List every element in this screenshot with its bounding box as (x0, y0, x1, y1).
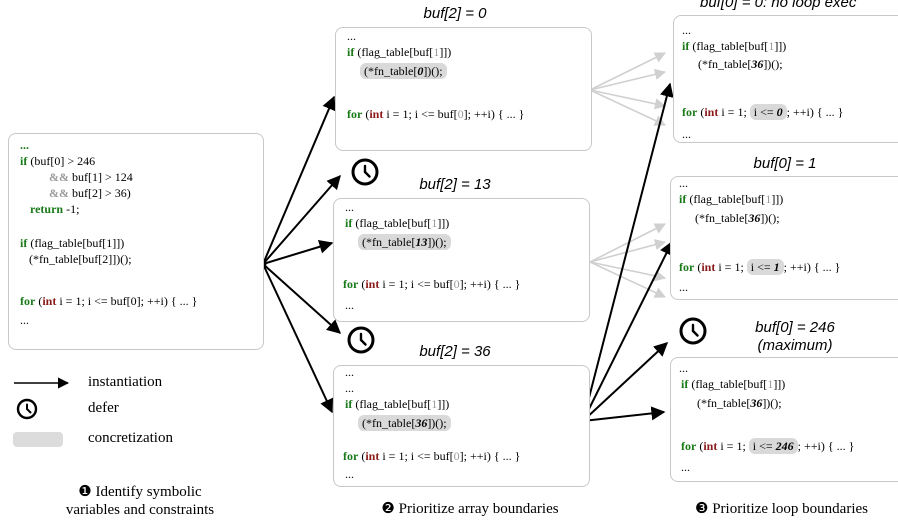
arrow-to-buf0-0 (582, 82, 674, 422)
for-line: for (int i = 1; i <= buf[0]; ++i) { ... … (343, 449, 521, 463)
flag-line: if (flag_table[buf[1]]) (345, 397, 450, 411)
flag-line: if (flag_table[buf[1]]) (679, 192, 784, 206)
arrow-to-defer-2 (262, 263, 342, 334)
for-line-concretized: for (int i = 1; i <= 1; ++i) { ... } (679, 259, 841, 275)
code-ellipsis: ... (345, 200, 354, 214)
arrow-to-buf2-0 (262, 95, 336, 265)
legend-instantiation: instantiation (88, 374, 163, 390)
src-and-line-1: && buf[1] > 124 (49, 170, 133, 184)
source-code-box: ... if (buf[0] > 246 && buf[1] > 124 && … (8, 133, 264, 350)
call-line-concretized: (*fn_table[36])(); (358, 415, 451, 431)
code-ellipsis: ... (682, 127, 691, 141)
call-line: (*fn_table[36])(); (697, 396, 782, 410)
for-line-concretized: for (int i = 1; i <= 246; ++i) { ... } (681, 438, 855, 454)
call-line: (*fn_table[36])(); (695, 211, 780, 225)
for-line: for (int i = 1; i <= buf[0]; ++i) { ... … (347, 107, 525, 121)
src-call-line: (*fn_table[buf[2]])(); (29, 252, 132, 266)
legend-concretization: concretization (88, 430, 173, 446)
src-and-line-2: && buf[2] > 36) (49, 186, 131, 200)
step-3-label: ❸ Prioritize loop boundaries (695, 501, 868, 517)
src-if-line: if (buf[0] > 246 (20, 154, 96, 168)
call-line-concretized: (*fn_table[0])(); (360, 63, 447, 79)
caption-buf2-36: buf[2] = 36 (419, 343, 491, 360)
clock-icon (351, 158, 379, 186)
caption-buf0-246: buf[0] = 246 (755, 319, 835, 336)
src-return-line: return -1; (30, 202, 80, 216)
caption-buf0-0: buf[0] = 0: no loop exec (700, 0, 857, 11)
flag-line: if (flag_table[buf[1]]) (681, 377, 786, 391)
grey-fan-mid (589, 223, 667, 298)
arrow-to-defer-1 (262, 174, 341, 265)
code-box-buf2-36: ... ... if (flag_table[buf[1]]) (*fn_tab… (333, 365, 590, 487)
flag-line: if (flag_table[buf[1]]) (682, 39, 787, 53)
code-ellipsis: ... (347, 29, 356, 43)
flag-line: if (flag_table[buf[1]]) (347, 45, 452, 59)
arrow-to-buf2-36 (262, 263, 334, 414)
flag-line: if (flag_table[buf[1]]) (345, 216, 450, 230)
code-ellipsis: ... (679, 176, 688, 190)
call-line-concretized: (*fn_table[13])(); (358, 234, 451, 250)
code-ellipsis: ... (345, 298, 354, 312)
code-box-buf2-0: ... if (flag_table[buf[1]]) (*fn_table[0… (335, 27, 592, 151)
for-line-concretized: for (int i = 1; i <= 0; ++i) { ... } (682, 104, 844, 120)
arrow-to-buf0-246 (582, 406, 666, 422)
arrow-to-defer-3 (582, 342, 669, 422)
arrow-to-buf0-1 (582, 240, 673, 422)
caption-buf2-13: buf[2] = 13 (419, 176, 491, 193)
code-ellipsis: ... (20, 138, 29, 152)
for-line: for (int i = 1; i <= buf[0]; ++i) { ... … (343, 277, 521, 291)
code-ellipsis: ... (679, 280, 688, 294)
src-for-line: for (int i = 1; i <= buf[0]; ++i) { ... … (20, 294, 198, 308)
code-ellipsis: ... (681, 460, 690, 474)
legend-defer: defer (88, 400, 119, 416)
step-2-label: ❷ Prioritize array boundaries (381, 501, 559, 517)
caption-maximum: (maximum) (757, 337, 833, 354)
code-ellipsis: ... (20, 313, 29, 327)
code-box-buf2-13: ... if (flag_table[buf[1]]) (*fn_table[1… (333, 198, 590, 322)
clock-icon (347, 326, 375, 354)
legend-concretization-swatch (13, 432, 63, 447)
caption-buf0-1: buf[0] = 1 (753, 155, 817, 172)
code-box-buf0-0: ... if (flag_table[buf[1]]) (*fn_table[3… (673, 15, 898, 143)
code-ellipsis: ... (345, 381, 354, 395)
src-flag-line: if (flag_table[buf[1]]) (20, 236, 125, 250)
code-box-buf0-246: ... if (flag_table[buf[1]]) (*fn_table[3… (670, 357, 898, 482)
step-1-label: ❶ Identify symbolic variables and constr… (65, 484, 215, 518)
code-ellipsis: ... (345, 365, 354, 379)
call-line: (*fn_table[36])(); (698, 57, 783, 71)
code-box-buf0-1: ... if (flag_table[buf[1]]) (*fn_table[3… (670, 176, 898, 300)
caption-buf2-0: buf[2] = 0 (423, 5, 487, 22)
code-ellipsis: ... (679, 361, 688, 375)
code-ellipsis: ... (682, 23, 691, 37)
code-ellipsis: ... (345, 467, 354, 481)
arrow-to-buf2-13 (262, 239, 334, 265)
grey-fan-top (589, 52, 667, 126)
clock-icon (16, 398, 38, 420)
clock-icon (679, 317, 707, 345)
